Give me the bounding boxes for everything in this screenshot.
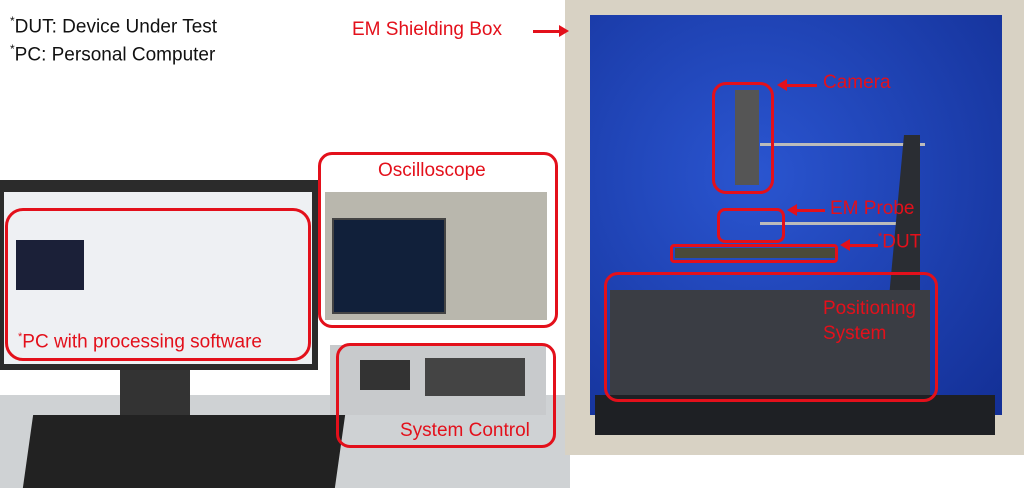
note-dut: *DUT: Device Under Test: [10, 14, 217, 38]
box-em-probe: [717, 208, 785, 243]
software-image-panel: [16, 240, 84, 290]
arrow-camera: [777, 79, 817, 91]
label-positioning-line2: System: [823, 323, 887, 344]
note-dut-text: DUT: Device Under Test: [14, 16, 218, 38]
asterisk: *: [878, 231, 883, 243]
label-camera: Camera: [823, 72, 891, 93]
probe-rod: [760, 222, 910, 225]
camera-rod: [760, 143, 925, 146]
label-oscilloscope: Oscilloscope: [378, 160, 486, 181]
asterisk: *: [18, 331, 23, 343]
label-pc-software: *PC with processing software: [18, 331, 262, 353]
dut-board: [675, 248, 835, 258]
system-control-keypad: [425, 358, 525, 396]
label-dut: *DUT: [878, 231, 921, 253]
positioning-stage: [610, 290, 930, 395]
arrow-em-probe: [787, 204, 825, 216]
label-positioning-line1: Positioning: [823, 298, 916, 319]
label-shielding-box: EM Shielding Box: [352, 19, 502, 40]
monitor-stand: [120, 370, 190, 420]
label-system-control: System Control: [400, 420, 530, 441]
label-dut-text: DUT: [882, 231, 922, 253]
system-control-display: [360, 360, 410, 390]
box-camera: [712, 82, 774, 194]
asterisk: *: [10, 42, 15, 56]
box-oscilloscope: [318, 152, 558, 328]
note-pc: *PC: Personal Computer: [10, 42, 215, 66]
box-system-control: [336, 343, 556, 448]
box-pc: [5, 208, 311, 361]
box-positioning-system: [604, 272, 938, 402]
note-pc-text: PC: Personal Computer: [14, 44, 216, 66]
arrow-shielding-box: [533, 25, 569, 37]
arrow-dut: [840, 239, 878, 251]
asterisk: *: [10, 14, 15, 28]
camera-assembly: [735, 90, 759, 185]
keyboard: [22, 415, 346, 488]
oscilloscope-screen: [332, 218, 446, 314]
label-pc-software-text: PC with processing software: [22, 331, 262, 353]
box-dut: [670, 244, 838, 263]
label-em-probe: EM Probe: [830, 198, 915, 219]
